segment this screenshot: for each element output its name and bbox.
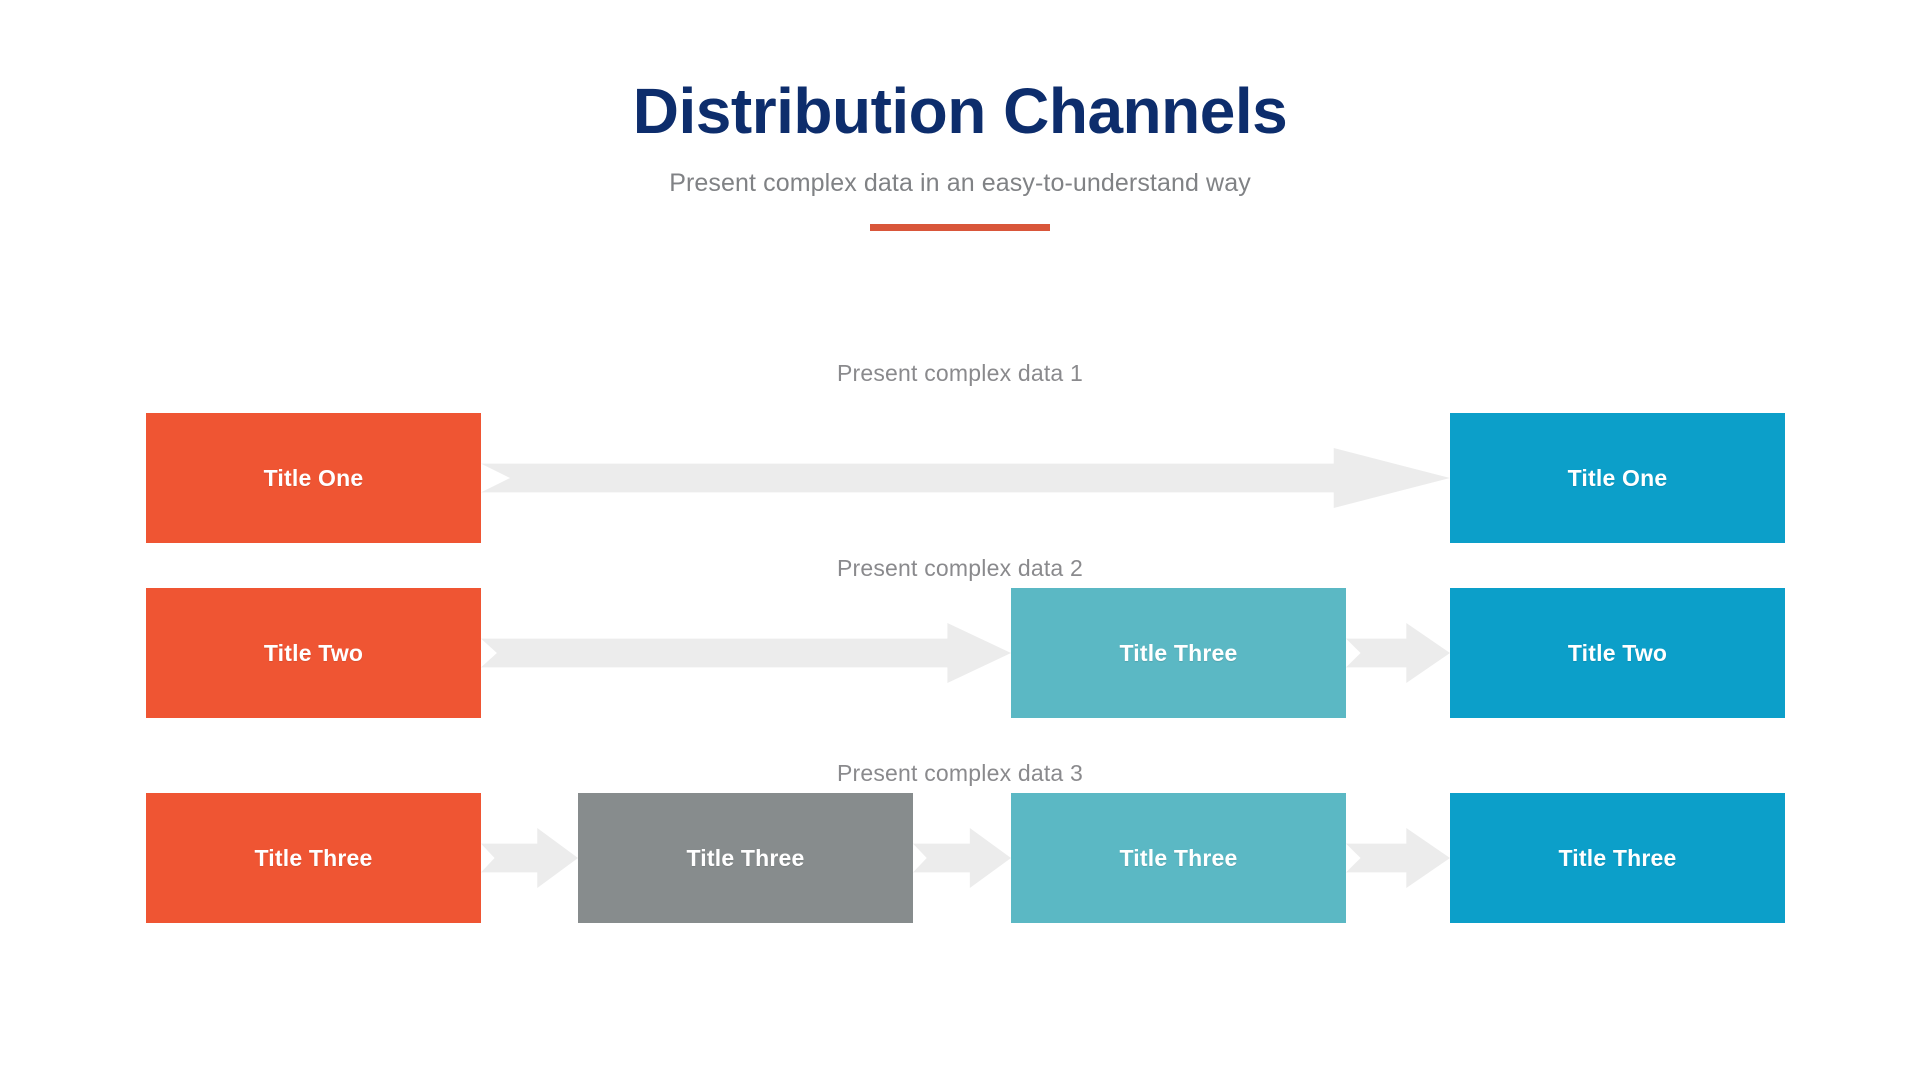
page-subtitle: Present complex data in an easy-to-under… [669,169,1251,198]
flow-arrow-3-2 [913,828,1011,888]
flow-node-2-2[interactable]: Title Three [1011,588,1346,718]
flow-row-label-3: Present complex data 3 [836,760,1084,786]
flow-node-2-3[interactable]: Title Two [1450,588,1785,718]
flow-node-3-1[interactable]: Title Three [146,793,481,923]
flow-node-3-3[interactable]: Title Three [1011,793,1346,923]
distribution-flow-diagram: Present complex data 1 Title One Title O… [0,360,1920,1000]
flow-node-2-1[interactable]: Title Two [146,588,481,718]
flow-arrow-2-1 [481,623,1011,683]
flow-row-3: Present complex data 3 Title Three Title… [0,760,1920,960]
flow-row-label-2: Present complex data 2 [836,555,1084,581]
page-title: Distribution Channels [632,75,1288,147]
flow-node-1-2[interactable]: Title One [1450,413,1785,543]
flow-row-2: Present complex data 2 Title Two Title T… [0,555,1920,755]
flow-arrow-2-2 [1346,623,1450,683]
flow-row-label-1: Present complex data 1 [836,360,1084,386]
flow-node-1-1[interactable]: Title One [146,413,481,543]
title-divider [870,224,1050,232]
flow-row-1: Present complex data 1 Title One Title O… [0,360,1920,560]
flow-node-3-2[interactable]: Title Three [578,793,913,923]
flow-arrow-3-1 [481,828,578,888]
flow-node-3-4[interactable]: Title Three [1450,793,1785,923]
flow-arrow-3-3 [1346,828,1450,888]
slide-header: Distribution Channels Present complex da… [0,0,1920,232]
flow-arrow-1-1 [481,448,1450,508]
